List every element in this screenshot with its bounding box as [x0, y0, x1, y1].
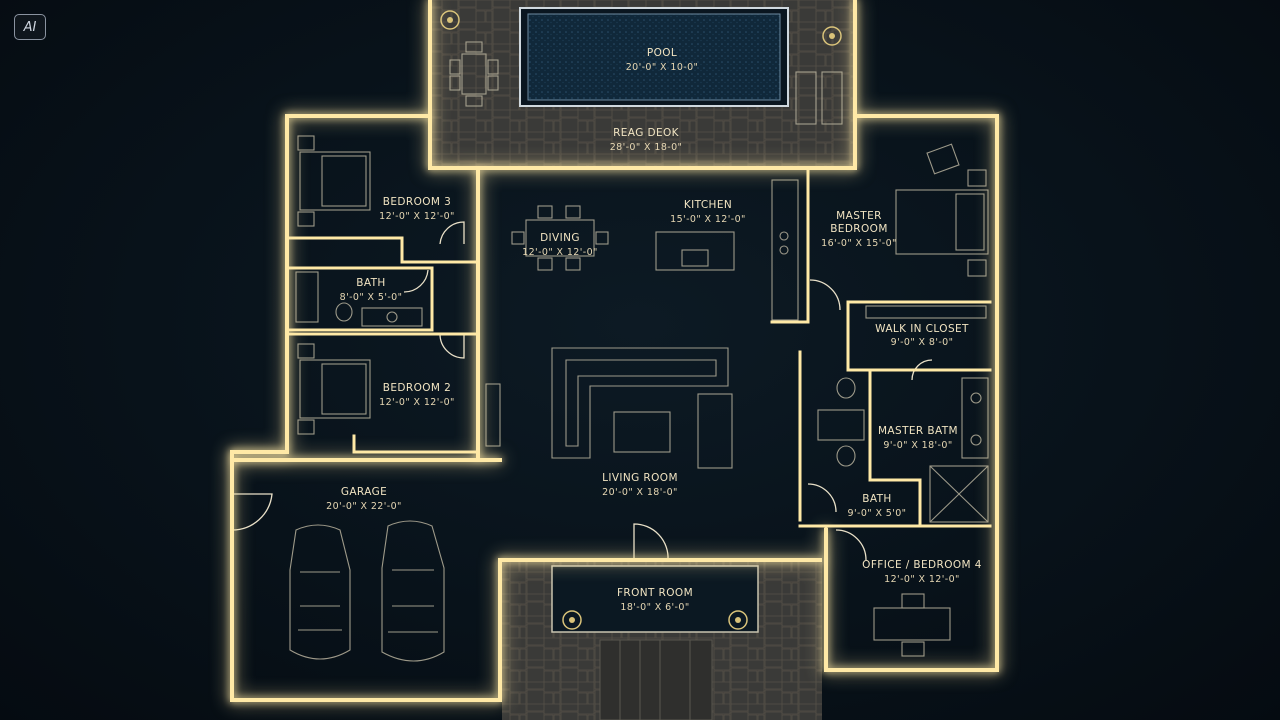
pool-size: 20'-0" X 10-0" [626, 62, 699, 73]
master-bed [895, 189, 989, 255]
garage-size: 20'-0" X 22'-0" [326, 501, 402, 512]
deck-label: REAG DEOK [613, 127, 680, 139]
sectional-sofa [551, 347, 729, 459]
bed [299, 359, 371, 419]
closet-size: 9'-0" X 8'-0" [891, 337, 954, 348]
office-size: 12'-0" X 12'-0" [884, 574, 960, 585]
patio-table [449, 41, 499, 107]
garage-label: GARAGE [341, 486, 387, 498]
dining-size: 12'-0" X 12'-0" [522, 247, 598, 258]
master-bedroom-label-line2: BEDROOM [830, 223, 888, 235]
office-desk [873, 607, 951, 641]
pool-label: POOL [647, 47, 677, 59]
dining-label: DIVING [540, 232, 580, 244]
car-icon [289, 524, 351, 660]
bedroom2-size: 12'-0" X 12'-0" [379, 397, 455, 408]
front-room-label: FRONT ROOM [617, 587, 693, 599]
master-bath-size: 9'-0" X 18'-0" [883, 440, 952, 451]
kitchen-label: KITCHEN [684, 199, 732, 211]
office-label: OFFICE / BEDROOM 4 [862, 559, 982, 571]
front-entry-area [502, 560, 822, 720]
pool-water [527, 13, 781, 101]
plant-icon [440, 10, 460, 30]
front-room-size: 18'-0" X 6'-0" [620, 602, 689, 613]
lounge-chairs [795, 71, 843, 125]
master-bedroom-size: 16'-0" X 15'-0" [821, 238, 897, 249]
closet-label: WALK IN CLOSET [875, 323, 969, 335]
master-bedroom-label-line1: MASTER [836, 210, 882, 222]
bedroom3-label: BEDROOM 3 [383, 196, 451, 208]
master-bath-label: MASTER BATM [878, 425, 958, 437]
bedroom2-label: BEDROOM 2 [383, 382, 451, 394]
furniture [295, 135, 989, 657]
coffee-table [613, 411, 671, 453]
room-labels: POOL 20'-0" X 10-0" REAG DEOK 28'-0" X 1… [326, 47, 982, 613]
interior-walls [288, 166, 992, 672]
living-room-label: LIVING ROOM [602, 472, 678, 484]
car-icon [381, 520, 445, 662]
pool-deck-area [430, 0, 855, 168]
bedroom3-size: 12'-0" X 12'-0" [379, 211, 455, 222]
living-room-size: 20'-0" X 18'-0" [602, 487, 678, 498]
armchair [697, 393, 733, 469]
plant-icon [562, 610, 582, 630]
door-swings [231, 221, 933, 561]
bed [299, 151, 371, 211]
bath-right-size: 9'-0" X 5'0" [848, 508, 907, 519]
dining-table [525, 219, 595, 257]
bath-left-label: BATH [356, 277, 385, 289]
kitchen-size: 15'-0" X 12'-0" [670, 214, 746, 225]
ai-badge: AI [14, 14, 46, 40]
deck-size: 28'-0" X 18-0" [610, 142, 683, 153]
plant-icon [822, 26, 842, 46]
bath-right-label: BATH [862, 493, 891, 505]
plant-icon [728, 610, 748, 630]
bath-left-size: 8'-0" X 5'-0" [340, 292, 403, 303]
kitchen-island [655, 231, 735, 271]
